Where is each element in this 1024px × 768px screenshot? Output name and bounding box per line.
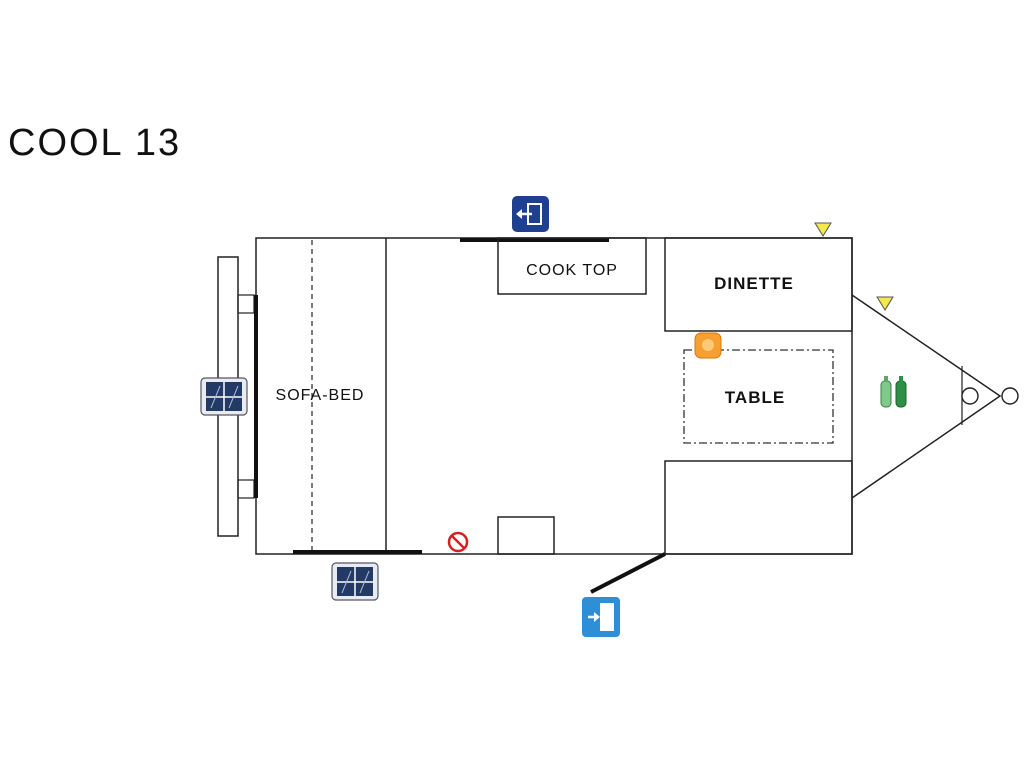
jack-circle (961, 387, 979, 405)
entry-door-swing (590, 552, 666, 594)
hitch-tongue (851, 294, 1002, 499)
floorplan-title: COOL 13 (8, 122, 182, 164)
small-cabinet (497, 516, 555, 555)
cooktop-label: COOK TOP (526, 262, 618, 279)
dinette-box (664, 237, 853, 332)
coupler-circle (1001, 387, 1019, 405)
window-icon (200, 377, 248, 416)
bottom-seat-box (664, 460, 853, 555)
dinette-label: DINETTE (714, 274, 794, 293)
no-smoking-icon (447, 531, 469, 553)
rear-bumper-bracket-bottom (237, 479, 255, 499)
marker-triangle-icon (876, 296, 894, 311)
entry-door-icon (512, 196, 549, 232)
table-label: TABLE (725, 388, 785, 407)
window-icon (331, 562, 379, 601)
light-icon (694, 332, 722, 359)
rear-bumper-bracket-top (237, 294, 255, 314)
sofa-bed-label: SOFA-BED (276, 387, 365, 404)
exit-door-icon (582, 597, 620, 637)
table-box (683, 349, 834, 444)
lpg-tank-icon (880, 376, 907, 408)
marker-triangle-icon (814, 222, 832, 237)
cooktop-box (497, 237, 647, 295)
